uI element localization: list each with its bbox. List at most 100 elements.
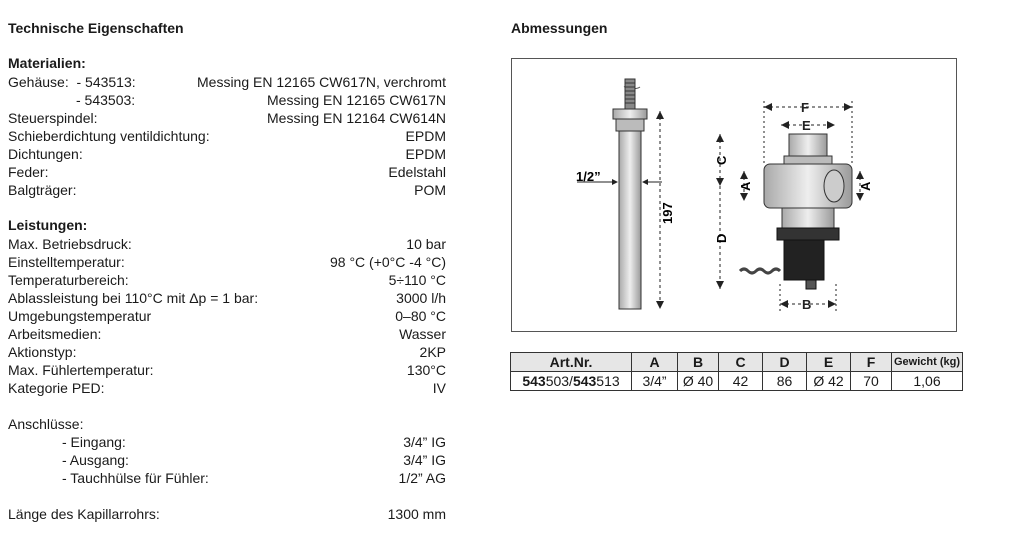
connection-value: 3/4” IG <box>403 452 446 468</box>
section-title-dimensions: Abmessungen <box>511 20 608 36</box>
material-label: - 543503: <box>76 92 136 108</box>
performance-row: Aktionstyp: 2KP <box>8 343 446 361</box>
performance-value: Wasser <box>399 326 446 342</box>
cell-D: 86 <box>762 371 807 391</box>
performance-label: Max. Fühlertemperatur: <box>8 362 154 378</box>
header-A: A <box>631 352 678 372</box>
cell-A: 3/4” <box>631 371 678 391</box>
connection-value: 3/4” IG <box>403 434 446 450</box>
label-C: C <box>714 155 729 165</box>
materials-row: Balgträger: POM <box>8 181 446 199</box>
table-row: 543503/543513 3/4” Ø 40 42 86 Ø 42 70 1,… <box>510 371 963 391</box>
performance-label: Kategorie PED: <box>8 380 105 396</box>
material-value: EPDM <box>405 146 446 162</box>
performance-value: 0–80 °C <box>395 308 446 324</box>
capillary-row: Länge des Kapillarrohrs: 1300 mm <box>8 505 446 523</box>
cell-weight: 1,06 <box>891 371 963 391</box>
dimension-drawing-svg: 1/2” 197 F E C <box>576 78 873 312</box>
materials-row: Feder: Edelstahl <box>8 163 446 181</box>
performance-row: Temperaturbereich: 5÷110 °C <box>8 271 446 289</box>
materials-row: Schieberdichtung ventildichtung: EPDM <box>8 127 446 145</box>
material-value: EPDM <box>405 128 446 144</box>
material-label: Steuerspindel: <box>8 110 98 126</box>
performance-label: Arbeitsmedien: <box>8 326 102 342</box>
connection-row: - Tauchhülse für Fühler: 1/2” AG <box>8 469 446 487</box>
cell-B: Ø 40 <box>677 371 719 391</box>
performance-row: Max. Fühlertemperatur: 130°C <box>8 361 446 379</box>
materials-row: Steuerspindel: Messing EN 12164 CW614N <box>8 109 446 127</box>
connection-label: - Ausgang: <box>62 452 129 468</box>
label-E: E <box>802 118 811 133</box>
performance-label: Ablassleistung bei 110°C mit Δp = 1 bar: <box>8 290 259 306</box>
material-value: Messing EN 12165 CW617N, verchromt <box>197 74 446 90</box>
performance-value: 98 °C (+0°C -4 °C) <box>330 254 446 270</box>
connection-row: - Ausgang: 3/4” IG <box>8 451 446 469</box>
label-A-right: A <box>858 181 873 191</box>
performance-heading: Leistungen: <box>8 217 88 233</box>
header-art-nr: Art.Nr. <box>510 352 632 372</box>
material-value: Edelstahl <box>388 164 446 180</box>
performance-row: Kategorie PED: IV <box>8 379 446 397</box>
material-value: Messing EN 12165 CW617N <box>267 92 446 108</box>
performance-row: Ablassleistung bei 110°C mit Δp = 1 bar:… <box>8 289 446 307</box>
table-header-row: Art.Nr. A B C D E F Gewicht (kg) <box>510 352 963 372</box>
performance-row: Umgebungstemperatur 0–80 °C <box>8 307 446 325</box>
cell-E: Ø 42 <box>806 371 851 391</box>
material-value: Messing EN 12164 CW614N <box>267 110 446 126</box>
header-C: C <box>718 352 763 372</box>
valve-cap <box>788 133 828 157</box>
material-label: Dichtungen: <box>8 146 83 162</box>
cell-C: 42 <box>718 371 763 391</box>
header-F: F <box>850 352 892 372</box>
performance-row: Arbeitsmedien: Wasser <box>8 325 446 343</box>
performance-label: Einstelltemperatur: <box>8 254 125 270</box>
label-B: B <box>802 297 811 312</box>
sensor-sleeve <box>612 78 648 310</box>
cell-F: 70 <box>850 371 892 391</box>
valve-base <box>776 227 840 241</box>
label-half-inch: 1/2” <box>576 169 601 184</box>
performance-value: 5÷110 °C <box>388 272 446 288</box>
label-F: F <box>801 100 809 115</box>
materials-row: - 543503: Messing EN 12165 CW617N <box>8 91 446 109</box>
materials-row: Dichtungen: EPDM <box>8 145 446 163</box>
label-D: D <box>714 234 729 243</box>
performance-value: 10 bar <box>406 236 446 252</box>
dimensions-table: Art.Nr. A B C D E F Gewicht (kg) 543503/… <box>510 352 963 391</box>
connections-heading-row: Anschlüsse: <box>8 415 446 433</box>
valve-body <box>738 133 853 290</box>
connection-value: 1/2” AG <box>398 470 446 486</box>
connections-heading: Anschlüsse: <box>8 416 84 432</box>
performance-value: 3000 l/h <box>396 290 446 306</box>
header-D: D <box>762 352 807 372</box>
performance-label: Temperaturbereich: <box>8 272 129 288</box>
capillary-coil <box>738 267 782 275</box>
sleeve-thread <box>615 118 645 132</box>
label-A-left: A <box>738 181 753 191</box>
header-B: B <box>677 352 719 372</box>
performance-label: Max. Betriebsdruck: <box>8 236 132 252</box>
header-E: E <box>806 352 851 372</box>
dimension-drawing: 1/2” 197 F E C <box>511 58 957 332</box>
connection-label: - Tauchhülse für Fühler: <box>62 470 209 486</box>
material-label: Gehäuse: - 543513: <box>8 74 136 90</box>
capillary-value: 1300 mm <box>387 506 446 522</box>
performance-label: Umgebungstemperatur <box>8 308 152 324</box>
material-label: Schieberdichtung ventildichtung: <box>8 128 210 144</box>
sleeve-nut <box>612 108 648 120</box>
performance-row: Einstelltemperatur: 98 °C (+0°C -4 °C) <box>8 253 446 271</box>
header-weight: Gewicht (kg) <box>891 352 963 372</box>
material-label: Balgträger: <box>8 182 77 198</box>
capillary-label: Länge des Kapillarrohrs: <box>8 506 160 522</box>
label-197: 197 <box>660 202 675 224</box>
performance-row: Max. Betriebsdruck: 10 bar <box>8 235 446 253</box>
materials-row: Gehäuse: - 543513: Messing EN 12165 CW61… <box>8 73 446 91</box>
cell-art-nr: 543503/543513 <box>510 371 632 391</box>
materials-heading: Materialien: <box>8 55 86 71</box>
material-label: Feder: <box>8 164 49 180</box>
connection-row: - Eingang: 3/4” IG <box>8 433 446 451</box>
performance-value: IV <box>432 380 446 396</box>
performance-value: 2KP <box>419 344 446 360</box>
performance-value: 130°C <box>406 362 446 378</box>
connection-label: - Eingang: <box>62 434 126 450</box>
